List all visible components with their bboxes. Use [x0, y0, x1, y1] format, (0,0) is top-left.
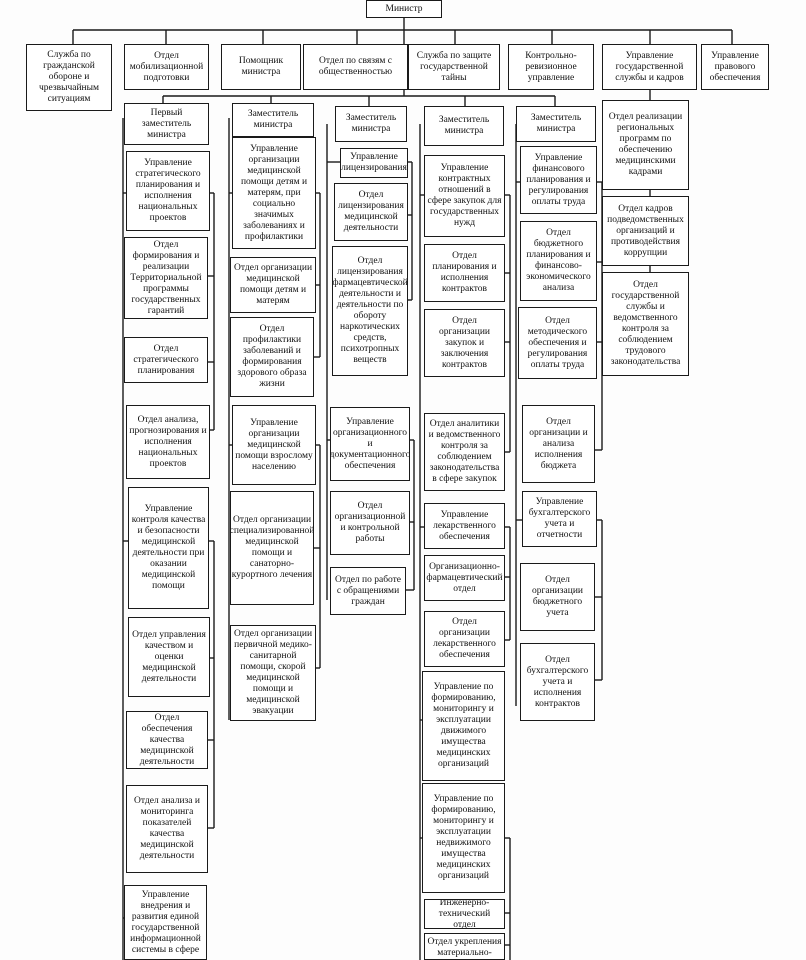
- col4-unit-4: Отдел аналитики и ведомственного контрол…: [424, 413, 505, 491]
- col5-unit-5: Управление бухгалтерского учета и отчетн…: [522, 491, 597, 547]
- col4-unit-6: Организационно-фармацевтический отдел: [424, 555, 505, 601]
- col4-unit-9: Управление по формированию, мониторингу …: [422, 783, 505, 893]
- deputy-minister-2: Заместитель министра: [232, 103, 314, 137]
- minister-box: Министр: [366, 0, 442, 18]
- col5-unit-7: Отдел бухгалтерского учета и исполнения …: [520, 643, 595, 721]
- deputy-minister-3: Заместитель министра: [335, 106, 407, 142]
- col4-unit-8: Управление по формированию, мониторингу …: [422, 671, 505, 781]
- civil-service-directorate: Управление государственной службы и кадр…: [602, 44, 697, 90]
- col3-unit-4: Управление организационного и документац…: [330, 407, 410, 481]
- col3-unit-3: Отдел лицензирования фармацевтической де…: [332, 246, 408, 376]
- col1-unit-4: Отдел анализа, прогнозирования и исполне…: [126, 405, 210, 479]
- deputy-minister-4: Заместитель министра: [424, 106, 504, 146]
- col2-unit-4: Управление организации медицинской помощ…: [232, 405, 316, 485]
- civil-defense-service: Служба по гражданской обороне и чрезвыча…: [26, 44, 112, 111]
- col6-unit-2: Отдел кадров подведомственных организаци…: [602, 196, 689, 266]
- col2-unit-1: Управление организации медицинской помощ…: [232, 137, 316, 249]
- col3-unit-6: Отдел по работе с обращениями граждан: [330, 567, 406, 615]
- col3-unit-2: Отдел лицензирования медицинской деятель…: [334, 183, 408, 241]
- col4-unit-11: Отдел укрепления материально-: [424, 933, 505, 960]
- col6-unit-1: Отдел реализации региональных программ п…: [602, 100, 689, 190]
- col1-unit-9: Управление внедрения и развития единой г…: [124, 885, 207, 960]
- col4-unit-1: Управление контрактных отношений в сфере…: [424, 155, 505, 237]
- col5-unit-6: Отдел организации бюджетного учета: [520, 563, 595, 631]
- col5-unit-1: Управление финансового планирования и ре…: [520, 146, 597, 214]
- col5-unit-4: Отдел организации и анализа исполнения б…: [522, 405, 595, 483]
- col1-unit-7: Отдел обеспечения качества медицинской д…: [126, 711, 208, 769]
- col2-unit-2: Отдел организации медицинской помощи дет…: [230, 257, 316, 313]
- minister-assistant: Помощник министра: [221, 44, 301, 90]
- col3-unit-1: Управление лицензирования: [340, 148, 408, 178]
- col4-unit-3: Отдел организации закупок и заключения к…: [424, 309, 505, 377]
- col1-unit-2: Отдел формирования и реализации Территор…: [124, 237, 208, 319]
- legal-directorate: Управление правового обеспечения: [701, 44, 769, 90]
- public-relations-department: Отдел по связям с общественностью: [303, 44, 408, 90]
- col4-unit-7: Отдел организации лекарственного обеспеч…: [424, 611, 505, 667]
- deputy-minister-5: Заместитель министра: [516, 106, 596, 142]
- col2-unit-6: Отдел организации первичной медико-санит…: [230, 625, 316, 721]
- col5-unit-2: Отдел бюджетного планирования и финансов…: [520, 221, 597, 301]
- audit-directorate: Контрольно-ревизионное управление: [508, 44, 594, 90]
- col4-unit-5: Управление лекарственного обеспечения: [424, 503, 505, 549]
- col1-unit-6: Отдел управления качеством и оценки меди…: [128, 617, 210, 697]
- col4-unit-2: Отдел планирования и исполнения контракт…: [424, 244, 505, 302]
- col2-unit-3: Отдел профилактики заболеваний и формиро…: [230, 317, 314, 397]
- col1-unit-8: Отдел анализа и мониторинга показателей …: [126, 785, 208, 873]
- col1-unit-3: Отдел стратегического планирования: [124, 337, 208, 383]
- col1-unit-1: Управление стратегического планирования …: [126, 151, 210, 231]
- first-deputy-minister: Первый заместитель министра: [124, 103, 209, 145]
- col4-unit-10: Инженерно-технический отдел: [424, 899, 505, 929]
- col6-unit-3: Отдел государственной службы и ведомстве…: [602, 272, 689, 376]
- col5-unit-3: Отдел методического обеспечения и регули…: [518, 307, 597, 379]
- col2-unit-5: Отдел организации специализированной мед…: [230, 491, 314, 605]
- col1-unit-5: Управление контроля качества и безопасно…: [128, 487, 209, 609]
- col3-unit-5: Отдел организационной и контрольной рабо…: [330, 491, 410, 555]
- mobilization-department: Отдел мобилизационной подготовки: [124, 44, 209, 90]
- state-secret-service: Служба по защите государственной тайны: [408, 44, 500, 90]
